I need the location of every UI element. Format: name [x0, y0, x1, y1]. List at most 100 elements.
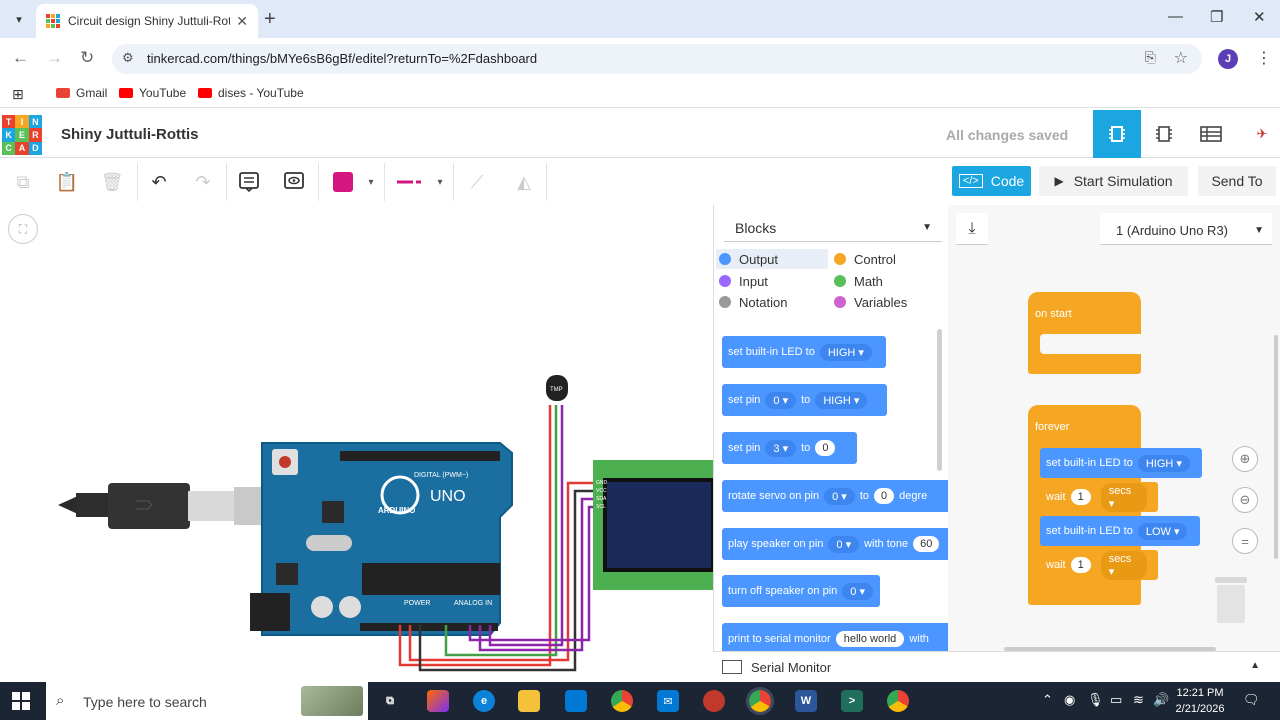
lcd-display[interactable]: GND VCC SDA SCL — [593, 460, 713, 590]
show-hidden-icons-icon[interactable]: ⌃ — [1042, 692, 1053, 707]
bookmark-youtube[interactable]: YouTube — [119, 86, 186, 100]
minimize-icon[interactable]: — — [1168, 8, 1183, 25]
block-set-pin-digital[interactable]: set pin 0 to HIGH — [722, 384, 887, 416]
start-simulation-button[interactable]: ▶ Start Simulation — [1039, 166, 1188, 196]
block-play-speaker[interactable]: play speaker on pin 0 with tone 60 — [722, 528, 948, 560]
forward-icon[interactable]: → — [46, 48, 63, 67]
taskbar-clock[interactable]: 12:21 PM 2/21/2026 — [1175, 687, 1225, 715]
block-set-builtin-led[interactable]: set built-in LED to HIGH — [722, 336, 886, 368]
copilot-icon[interactable] — [427, 690, 449, 712]
code-workspace[interactable]: ⤓ 1 (Arduino Uno R3) ▼ on start forever … — [948, 205, 1280, 651]
project-name[interactable]: Shiny Juttuli-Rottis — [61, 126, 199, 143]
bookmark-gmail[interactable]: Gmail — [56, 86, 107, 100]
block-print-serial[interactable]: print to serial monitor hello world with — [722, 623, 948, 651]
block-on-start[interactable]: on start — [1028, 292, 1141, 374]
paste-icon[interactable]: 📋 — [55, 171, 79, 192]
task-view-icon[interactable]: ⧉ — [386, 694, 394, 707]
script-set-builtin-led-high[interactable]: set built-in LED to HIGH — [1040, 448, 1202, 478]
wire-dropdown-chevron-icon[interactable]: ▾ — [437, 176, 443, 188]
rotate-icon[interactable]: ⟋ — [470, 171, 484, 192]
taskbar-search[interactable]: ⌕ Type here to search — [46, 682, 368, 720]
camera-icon[interactable]: ◉ — [1064, 692, 1076, 707]
back-icon[interactable]: ← — [12, 48, 29, 67]
battery-icon[interactable]: ▭ — [1110, 692, 1123, 707]
mail-icon[interactable]: ✉ — [657, 690, 679, 712]
download-code-button[interactable]: ⤓ — [956, 213, 988, 245]
notes-visibility-icon[interactable] — [279, 167, 309, 197]
bookmark-star-icon[interactable]: ☆ — [1173, 50, 1188, 67]
wires[interactable] — [398, 405, 596, 672]
notes-icon[interactable] — [234, 167, 264, 197]
workspace-horizontal-scrollbar[interactable] — [1004, 647, 1216, 651]
apps-grid-icon[interactable]: ⊞ — [12, 86, 24, 102]
browser-tab[interactable]: Circuit design Shiny Juttuli-Rottis ✕ — [36, 4, 258, 38]
workspace-vertical-scrollbar[interactable] — [1274, 335, 1278, 559]
word-icon[interactable]: W — [795, 690, 817, 712]
category-notation[interactable]: Notation — [719, 292, 787, 312]
wifi-icon[interactable]: ≋ — [1133, 692, 1144, 707]
script-set-builtin-led-low[interactable]: set built-in LED to LOW — [1040, 516, 1200, 546]
category-input[interactable]: Input — [719, 271, 768, 291]
omnibox[interactable]: ⚙ tinkercad.com/things/bMYe6sB6gBf/edite… — [112, 44, 1202, 74]
tab-search-button[interactable]: ▾ — [16, 13, 22, 26]
tinkercad-logo[interactable]: T I N K E R C A D — [2, 115, 42, 155]
chevron-up-icon[interactable]: ▲ — [1250, 660, 1260, 671]
store-icon[interactable] — [565, 690, 587, 712]
color-dropdown-chevron-icon[interactable]: ▾ — [368, 176, 374, 188]
arduino-board[interactable]: DIGITAL (PWM~) ARDUINO UNO POWER ANALOG … — [250, 442, 513, 636]
chrome-profile-icon[interactable] — [887, 690, 909, 712]
file-explorer-icon[interactable] — [518, 690, 540, 712]
script-wait-1[interactable]: wait 1 secs — [1040, 482, 1158, 512]
blocks-scrollbar[interactable] — [937, 329, 942, 471]
terminal-icon[interactable]: > — [841, 690, 863, 712]
schematic-view-button[interactable] — [1140, 110, 1188, 158]
user-avatar-icon[interactable]: ✈ — [1256, 126, 1268, 141]
chrome-active-icon[interactable] — [746, 687, 774, 715]
new-tab-button[interactable]: + — [264, 8, 276, 30]
block-turn-off-speaker[interactable]: turn off speaker on pin 0 — [722, 575, 880, 607]
delete-icon[interactable]: 🗑 — [100, 171, 124, 192]
app-icon[interactable] — [703, 690, 725, 712]
notifications-icon[interactable]: 🗨 — [1243, 692, 1260, 707]
category-output[interactable]: Output — [716, 249, 828, 269]
redo-icon[interactable]: ↷ — [195, 171, 211, 192]
microphone-icon[interactable]: 🎙 — [1087, 692, 1104, 707]
profile-avatar[interactable]: J — [1218, 49, 1238, 69]
windows-start-icon[interactable] — [12, 692, 30, 710]
zoom-to-fit-icon[interactable]: ⛶ — [8, 214, 38, 244]
circuit-canvas[interactable]: ⛶ DIGITAL (PWM~) ARDUINO UNO — [0, 205, 713, 682]
blocks-mode-dropdown[interactable]: Blocks ▼ — [724, 210, 942, 242]
category-variables[interactable]: Variables — [834, 292, 907, 312]
edge-icon[interactable]: e — [473, 690, 495, 712]
category-math[interactable]: Math — [834, 271, 883, 291]
board-dropdown[interactable]: 1 (Arduino Uno R3) ▼ — [1100, 213, 1272, 245]
code-button[interactable]: </> Code — [952, 166, 1031, 196]
serial-monitor-bar[interactable]: Serial Monitor ▲ — [713, 651, 1280, 682]
trash-icon[interactable] — [1214, 575, 1248, 625]
copy-icon[interactable]: ⧉ — [16, 171, 30, 192]
script-wait-2[interactable]: wait 1 secs — [1040, 550, 1158, 580]
block-rotate-servo[interactable]: rotate servo on pin 0 to 0 degre — [722, 480, 948, 512]
category-control[interactable]: Control — [834, 249, 896, 269]
volume-icon[interactable]: 🔊 — [1153, 692, 1170, 707]
close-window-icon[interactable]: ✕ — [1253, 9, 1266, 26]
zoom-out-icon[interactable]: ⊖ — [1232, 487, 1258, 513]
component-list-button[interactable] — [1187, 110, 1235, 158]
site-info-icon[interactable]: ⚙ — [122, 50, 134, 65]
flip-icon[interactable]: ◭ — [517, 171, 531, 192]
send-to-button[interactable]: Send To — [1198, 166, 1276, 196]
install-app-icon[interactable]: ⎘ — [1144, 49, 1156, 65]
chrome-icon[interactable] — [611, 690, 633, 712]
zoom-in-icon[interactable]: ⊕ — [1232, 446, 1258, 472]
reload-icon[interactable]: ↻ — [80, 48, 95, 67]
url-text[interactable]: tinkercad.com/things/bMYe6sB6gBf/editel?… — [147, 51, 538, 66]
block-set-pin-analog[interactable]: set pin 3 to 0 — [722, 432, 857, 464]
wire-type-selector[interactable] — [394, 167, 424, 197]
bookmark-dises-youtube[interactable]: dises - YouTube — [198, 86, 304, 100]
maximize-icon[interactable]: ❐ — [1210, 9, 1224, 26]
browser-menu-icon[interactable]: ⋮ — [1256, 50, 1272, 67]
circuit-view-button[interactable] — [1093, 110, 1141, 158]
wire-color-swatch[interactable] — [333, 172, 353, 192]
temperature-sensor[interactable]: TMP — [546, 375, 568, 401]
zoom-reset-icon[interactable]: = — [1232, 528, 1258, 554]
